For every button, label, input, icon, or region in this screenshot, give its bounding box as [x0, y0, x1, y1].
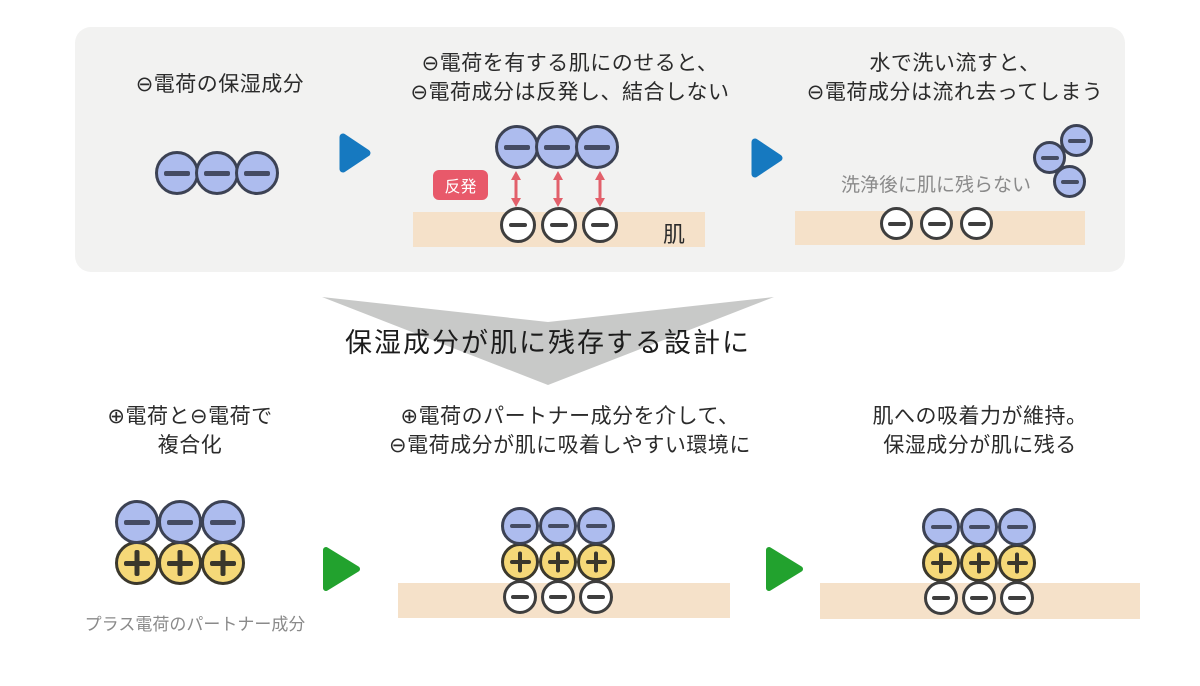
minus-molecule-icon	[1060, 124, 1093, 157]
plus-molecule-icon	[201, 541, 245, 585]
plus-molecule-row	[115, 541, 245, 585]
repel-badge: 反発	[433, 170, 488, 200]
minus-molecule-icon	[960, 207, 993, 240]
minus-molecule-icon	[495, 125, 539, 169]
plus-molecule-icon	[922, 544, 960, 582]
plus-molecule-icon	[998, 544, 1036, 582]
partner-note: プラス電荷のパートナー成分	[84, 615, 306, 634]
minus-molecule-icon	[575, 125, 619, 169]
minus-molecule-icon	[235, 151, 279, 195]
minus-molecule-icon	[503, 580, 537, 614]
plus-molecule-icon	[501, 543, 539, 581]
minus-molecule-row	[115, 500, 245, 544]
repel-arrow-icon	[511, 171, 521, 207]
minus-molecule-icon	[998, 508, 1036, 546]
flow-down-chevron-icon	[322, 297, 774, 385]
minus-molecule-icon	[115, 500, 159, 544]
arrow-right-icon	[323, 547, 360, 591]
minus-molecule-icon	[582, 207, 618, 243]
bottom-step1-caption-line2: 複合化	[157, 434, 223, 457]
bottom-step1-caption-line1: ⊕電荷と⊖電荷で	[107, 405, 273, 428]
bottom-step3-caption: 肌への吸着力が維持。 保湿成分が肌に残る	[810, 402, 1150, 460]
skin-minus-molecule-row	[503, 580, 613, 614]
bottom-step1-caption: ⊕電荷と⊖電荷で 複合化	[75, 402, 305, 460]
minus-molecule-icon	[195, 151, 239, 195]
minus-molecule-icon	[539, 507, 577, 545]
bottom-step2-caption-line1: ⊕電荷のパートナー成分を介して、	[400, 405, 740, 428]
minus-molecule-icon	[924, 581, 958, 615]
bottom-step2-caption: ⊕電荷のパートナー成分を介して、 ⊖電荷成分が肌に吸着しやすい環境に	[375, 402, 765, 460]
minus-molecule-icon	[920, 207, 953, 240]
minus-molecule-icon	[541, 580, 575, 614]
minus-molecule-row	[495, 125, 619, 169]
wash-note: 洗浄後に肌に残らない	[840, 175, 1031, 196]
minus-molecule-icon	[541, 207, 577, 243]
repel-arrow-icon	[595, 171, 605, 207]
minus-molecule-icon	[155, 151, 199, 195]
minus-molecule-row	[922, 508, 1036, 546]
arrow-right-icon	[766, 547, 803, 591]
plus-molecule-icon	[960, 544, 998, 582]
step2-caption: ⊖電荷を有する肌にのせると、 ⊖電荷成分は反発し、結合しない	[385, 49, 755, 107]
plus-molecule-icon	[577, 543, 615, 581]
minus-molecule-icon	[501, 507, 539, 545]
minus-molecule-icon	[535, 125, 579, 169]
step2-caption-line1: ⊖電荷を有する肌にのせると、	[421, 52, 719, 75]
minus-molecule-icon	[158, 500, 202, 544]
bottom-step3-caption-line1: 肌への吸着力が維持。	[872, 405, 1088, 428]
skin-minus-molecule-row	[880, 207, 1000, 240]
minus-molecule-icon	[960, 508, 998, 546]
minus-molecule-row	[155, 151, 279, 195]
minus-molecule-icon	[577, 507, 615, 545]
step3-caption-line1: 水で洗い流すと、	[869, 52, 1041, 75]
skin-minus-molecule-row	[924, 581, 1034, 615]
step3-caption: 水で洗い流すと、 ⊖電荷成分は流れ去ってしまう	[785, 49, 1125, 107]
step1-caption: ⊖電荷の保湿成分	[135, 73, 305, 96]
plus-molecule-row	[922, 544, 1036, 582]
minus-molecule-row	[501, 507, 615, 545]
arrow-right-icon	[751, 138, 783, 178]
plus-molecule-icon	[115, 541, 159, 585]
minus-molecule-icon	[201, 500, 245, 544]
minus-molecule-icon	[500, 207, 536, 243]
minus-molecule-icon	[922, 508, 960, 546]
repel-arrow-icon	[553, 171, 563, 207]
minus-molecule-icon	[1000, 581, 1034, 615]
bottom-step2-caption-line2: ⊖電荷成分が肌に吸着しやすい環境に	[389, 434, 751, 457]
step3-caption-line2: ⊖電荷成分は流れ去ってしまう	[806, 81, 1104, 104]
skin-label: 肌	[663, 222, 686, 247]
banner-text: 保湿成分が肌に残存する設計に	[345, 328, 751, 358]
minus-molecule-icon	[962, 581, 996, 615]
bottom-step3-caption-line2: 保湿成分が肌に残る	[883, 434, 1077, 457]
minus-molecule-icon	[1053, 165, 1086, 198]
plus-molecule-row	[501, 543, 615, 581]
skin-minus-molecule-row	[500, 207, 623, 243]
plus-molecule-icon	[158, 541, 202, 585]
step2-caption-line2: ⊖電荷成分は反発し、結合しない	[410, 81, 730, 104]
plus-molecule-icon	[539, 543, 577, 581]
arrow-right-icon	[339, 133, 371, 173]
minus-molecule-icon	[579, 580, 613, 614]
minus-molecule-icon	[880, 207, 913, 240]
